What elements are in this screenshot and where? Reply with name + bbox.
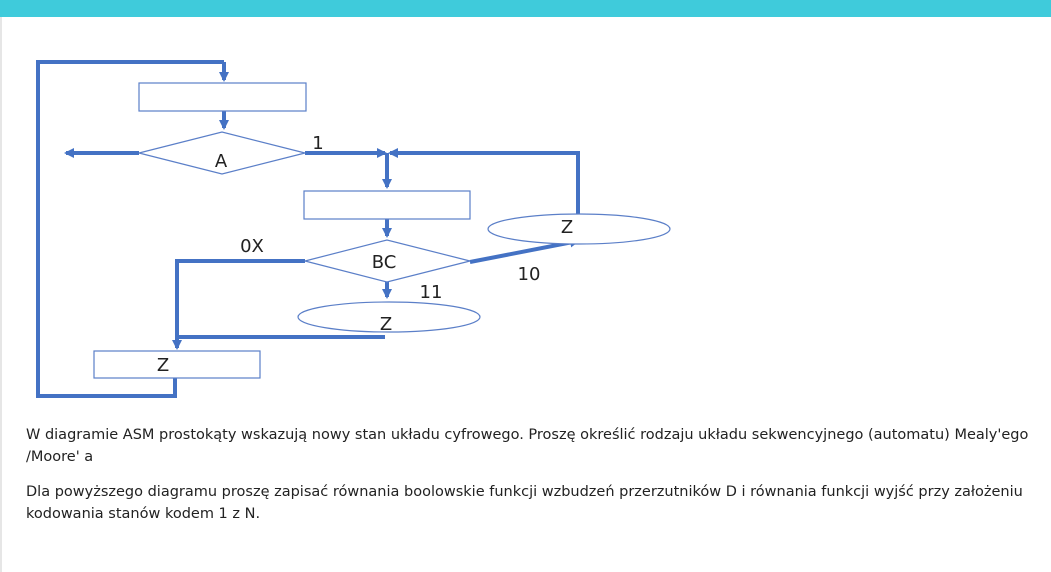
question-paragraph-1: W diagramie ASM prostokąty wskazują nowy… — [26, 427, 1029, 465]
asm-diagram: A BC Z Z Z 1 0X 10 11 — [36, 60, 671, 398]
oval-bottom-label: Z — [380, 314, 392, 335]
top-accent-bar — [0, 0, 1051, 17]
conditional-output-right — [487, 213, 671, 245]
feedback-loop-line — [36, 60, 224, 398]
decision-bc-label: BC — [372, 252, 397, 273]
edge-label-10: 10 — [518, 264, 541, 285]
decision-a-label: A — [215, 151, 228, 172]
edge-label-1: 1 — [312, 133, 323, 154]
decision-bc — [304, 239, 471, 283]
state-box-top — [138, 82, 307, 112]
bc-branch-0x-line — [172, 259, 305, 350]
oval-right-label: Z — [561, 217, 573, 238]
left-border — [0, 17, 2, 572]
state-box-bottom — [93, 350, 261, 379]
conditional-output-bottom — [297, 301, 481, 333]
oval-right-return-line — [388, 148, 580, 214]
state-bottom-label: Z — [157, 355, 169, 376]
bc-branch-10-line — [469, 237, 580, 264]
question-paragraph-2: Dla powyższego diagramu proszę zapisać r… — [26, 484, 1023, 522]
state-box-middle — [303, 190, 471, 220]
edge-label-0x: 0X — [240, 236, 264, 257]
decision-a — [138, 131, 306, 175]
edge-label-11: 11 — [420, 282, 443, 303]
